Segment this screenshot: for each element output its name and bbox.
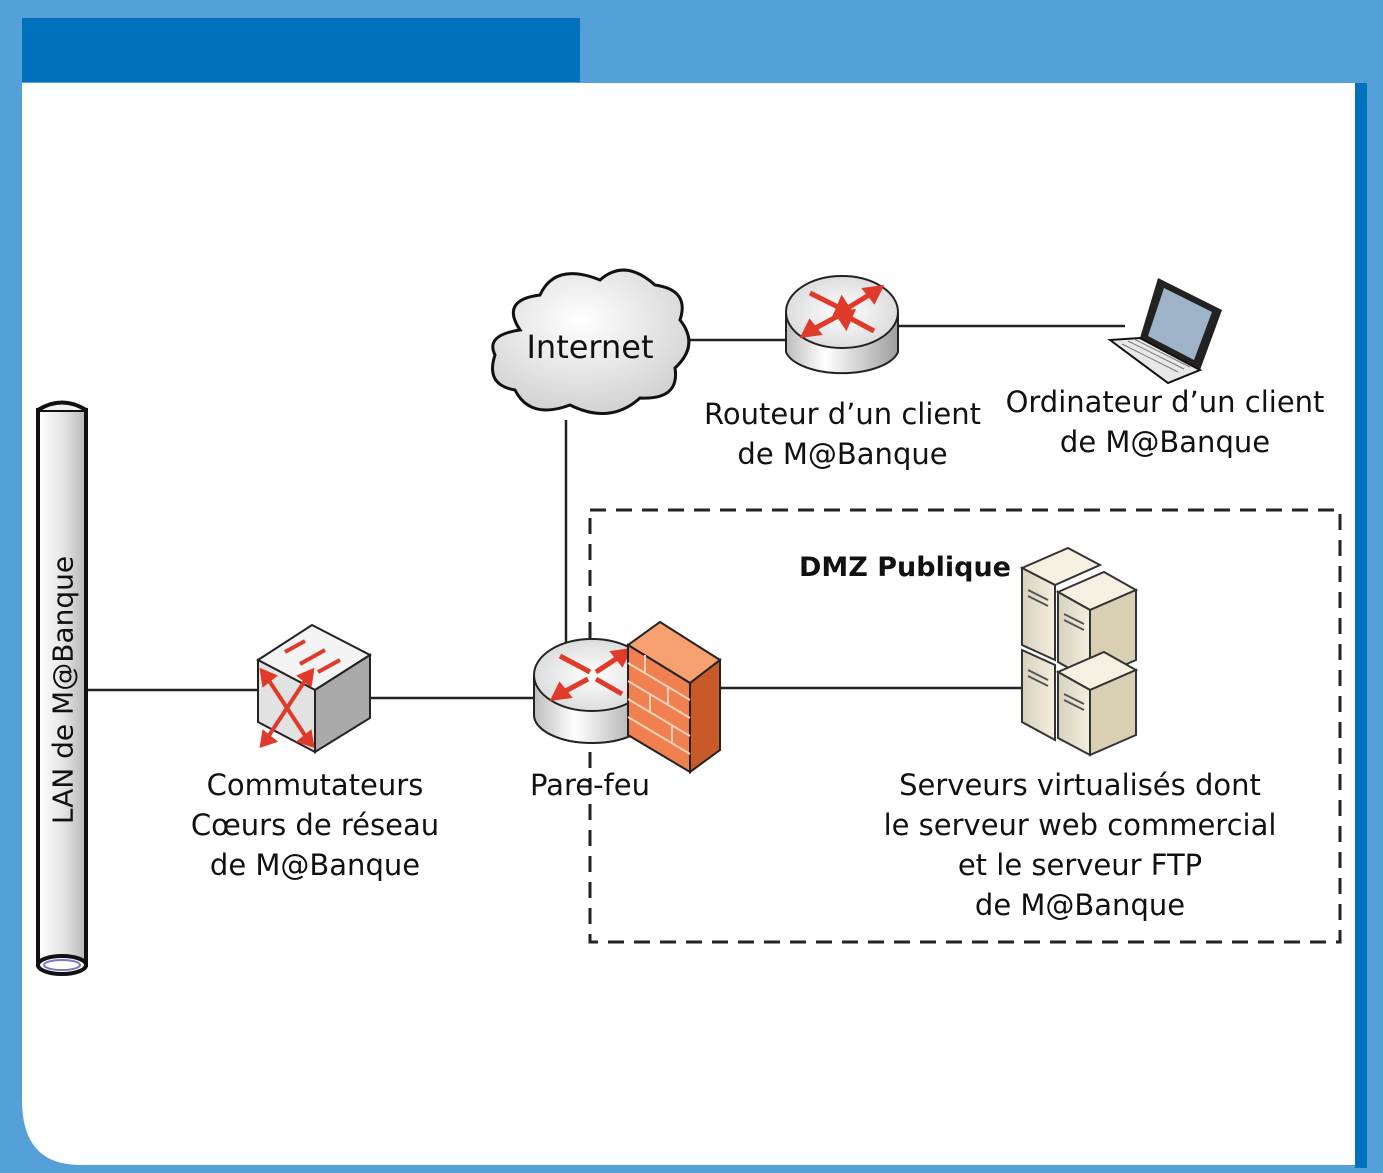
router-label-line2: de M@Banque	[737, 437, 948, 471]
server-stack-icon	[1019, 546, 1139, 757]
firewall-wall-icon	[626, 620, 722, 774]
lan-label: LAN de M@Banque	[46, 555, 80, 825]
switch-label: Commutateurs Cœurs de réseau de M@Banque	[190, 765, 440, 885]
switch-icon	[256, 623, 373, 754]
dmz-title: DMZ Publique	[799, 552, 1011, 583]
server-unit	[1021, 648, 1056, 742]
servers-label-line1: Serveurs virtualisés dont	[899, 768, 1261, 802]
router-label-line1: Routeur d’un client	[704, 397, 981, 431]
switch-label-line2: Cœurs de réseau	[190, 808, 440, 842]
servers-label-line4: de M@Banque	[974, 888, 1186, 922]
laptop-icon	[1107, 278, 1222, 385]
router-icon	[785, 275, 899, 375]
switch-label-line1: Commutateurs	[206, 768, 424, 802]
connection-lines	[86, 324, 1125, 700]
firewall-router-icon	[533, 638, 651, 744]
servers-label-line2: le serveur web commercial	[883, 808, 1277, 842]
servers-label: Serveurs virtualisés dont le serveur web…	[880, 765, 1280, 925]
header-bar	[22, 18, 580, 82]
laptop-label: Ordinateur d’un client de M@Banque	[1005, 382, 1325, 462]
internet-label: Internet	[526, 328, 654, 366]
firewall-label: Pare-feu	[530, 768, 650, 802]
lan-cylinder-icon	[36, 400, 88, 976]
switch-label-line3: de M@Banque	[209, 848, 421, 882]
router-label: Routeur d’un client de M@Banque	[700, 394, 985, 474]
laptop-label-line2: de M@Banque	[1059, 425, 1271, 459]
laptop-label-line1: Ordinateur d’un client	[1005, 385, 1325, 419]
servers-label-line3: et le serveur FTP	[957, 848, 1203, 882]
cloud-icon	[491, 268, 691, 415]
server-unit	[1055, 650, 1139, 757]
